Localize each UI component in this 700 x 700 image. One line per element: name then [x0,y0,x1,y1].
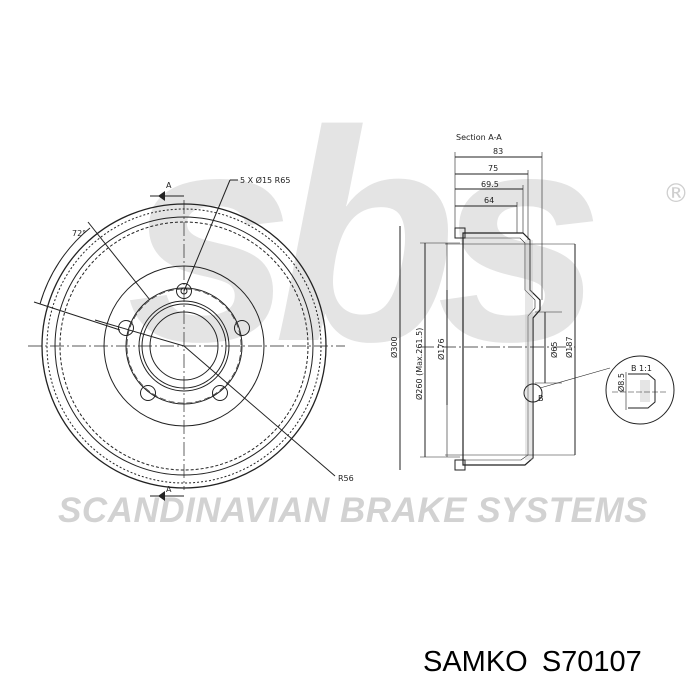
dim-d187: Ø187 [564,336,574,358]
section-marker-bottom: A [166,485,172,494]
dim-d65: Ø65 [549,342,559,358]
hole-spec-label: 5 X Ø15 R65 [240,175,290,185]
dim-83: 83 [493,147,503,156]
detail-marker: B [538,394,544,403]
watermark-logo: sbs [127,68,596,404]
dim-d260: Ø260 (Max.261.5) [414,328,424,400]
section-view [399,152,611,471]
watermark: sbs ® SCANDINAVIAN BRAKE SYSTEMS [58,68,689,530]
front-view [28,179,345,501]
section-title: Section A-A [456,133,502,142]
part-number: S70107 [541,646,642,678]
dim-d300: Ø300 [389,336,399,358]
dim-d176: Ø176 [436,338,446,360]
angle-label: 72° [72,229,86,238]
radius-label: R56 [338,474,354,483]
dim-69-5: 69.5 [481,180,499,189]
detail-dim: Ø8.5 [616,373,626,392]
product-caption: SAMKO S70107 [423,646,648,679]
dim-75: 75 [488,164,498,173]
watermark-company: SCANDINAVIAN BRAKE SYSTEMS [58,491,648,530]
detail-label: B 1:1 [631,364,652,373]
section-marker-top: A [166,181,172,190]
dim-64: 64 [484,196,494,205]
brand-name: SAMKO [423,646,528,678]
detail-view [605,355,675,425]
watermark-registered-mark: ® [663,179,689,209]
